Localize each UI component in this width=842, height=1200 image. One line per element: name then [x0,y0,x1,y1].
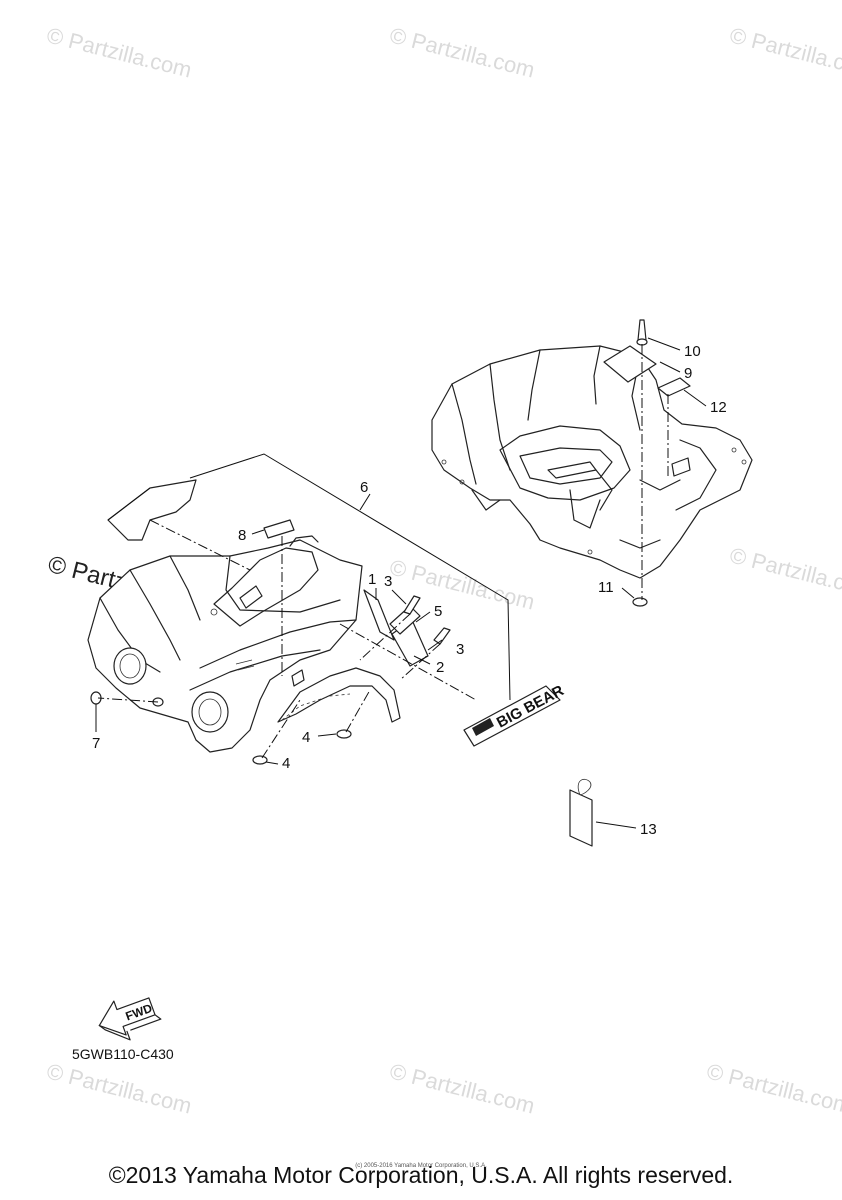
part-11-grommet [632,597,648,607]
decal-big-bear: BIG BEAR [463,682,567,747]
part-10-pin [637,319,647,341]
callout-6: 6 [360,479,368,496]
callout-2: 2 [436,659,444,676]
part-12-label [657,377,691,397]
diagram-code: 5GWB110-C430 [72,1046,174,1062]
small-parts [90,319,691,847]
part-4-nut [252,755,268,765]
callout-5: 5 [434,603,442,620]
part-3-rivet [433,627,451,645]
small-copyright: (c) 2005-2016 Yamaha Motor Corporation, … [355,1163,487,1169]
part-1-plate [363,589,395,641]
callout-9: 9 [684,365,692,382]
callout-7: 7 [92,735,100,752]
callout-4: 4 [302,729,310,746]
copyright-footer: ©2013 Yamaha Motor Corporation, U.S.A. A… [108,1162,734,1188]
callout-numbers: 1 2 3 3 4 4 5 6 7 8 9 10 11 12 13 [92,343,727,838]
callout-leaders [95,337,707,829]
callout-12: 12 [710,399,727,416]
decal-text: BIG BEAR [494,682,567,732]
callout-1: 1 [368,571,376,588]
fwd-arrow: FWD [98,997,162,1041]
part-3-rivet [403,595,421,615]
part-8-label [263,519,295,539]
callout-13: 13 [640,821,657,838]
part-9-plate [603,345,657,383]
callout-11: 11 [598,579,614,596]
part-5-plate [389,605,421,635]
rear-fender [431,345,753,579]
side-cover-piece [107,479,197,541]
callout-4: 4 [282,755,290,772]
callout-3: 3 [456,641,464,658]
part-13-tag [569,789,593,847]
callout-3: 3 [384,573,392,590]
callout-10: 10 [684,343,701,360]
part-4-nut [336,729,352,739]
assembly-lines [97,344,669,759]
callout-8: 8 [238,527,246,544]
